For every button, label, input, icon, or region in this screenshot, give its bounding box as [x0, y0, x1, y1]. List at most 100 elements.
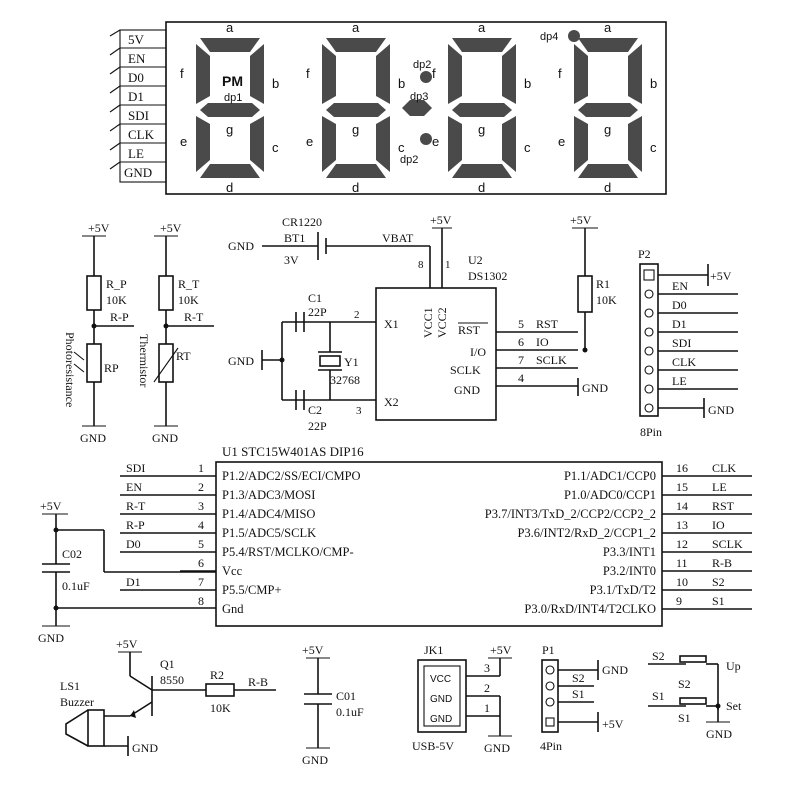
- photoresistance-caption: Photoresistance: [63, 332, 77, 407]
- p2-net-d0: D0: [672, 298, 687, 312]
- r-p-resistor: [86, 275, 102, 311]
- u2-x2-pin: X2: [384, 395, 399, 409]
- digit-2-label-e: e: [306, 134, 313, 149]
- r-p-name: R_P: [106, 277, 127, 291]
- digit-3-label-c: c: [524, 140, 531, 155]
- u2-sclk-pin: SCLK: [450, 363, 481, 377]
- display-pin-d1: D1: [128, 89, 144, 104]
- r-t-resistor: [158, 275, 174, 311]
- mcu-right-pin-4: P3.6/INT2/RxD_2/CCP1_2: [517, 526, 656, 540]
- mcu-right-pin-6: P3.2/INT0: [603, 564, 656, 578]
- mcu-left-pin-3: P1.4/ADC4/MISO: [222, 507, 315, 521]
- dp4-label: dp4: [540, 31, 558, 43]
- digit-1-segment-b: [250, 44, 264, 104]
- mcu-left-pin-8: Gnd: [222, 602, 244, 616]
- sw-s1-net: S1: [652, 689, 665, 703]
- p2-pin-circles: [644, 289, 654, 413]
- buzzer-horn: [65, 709, 89, 747]
- display-pin-header: [119, 29, 167, 183]
- jk1-pin-vcc: VCC: [430, 674, 451, 685]
- c02-gnd: GND: [38, 631, 64, 645]
- mcu-right-net-5: SCLK: [712, 537, 743, 551]
- digit-3-segment-b: [502, 44, 516, 104]
- dp3-label: dp3: [410, 91, 428, 103]
- u2-vcc1-pin: VCC1: [421, 307, 435, 338]
- mcu-left-pin-num-4: 4: [198, 518, 204, 532]
- digit-1-label-g: g: [226, 122, 233, 137]
- digit-3-segment-d: [452, 164, 512, 178]
- r1-resistor: [577, 275, 593, 313]
- mcu-right-pin-5: P3.3/INT1: [603, 545, 656, 559]
- y1-value: 32768: [330, 373, 360, 387]
- rp-part: RP: [104, 361, 119, 375]
- mcu-left-pin-5: P5.4/RST/MCLKO/CMP-: [222, 545, 354, 559]
- digit-1-segment-e: [196, 116, 210, 172]
- thermistor: [158, 343, 174, 383]
- digit-4-segment-d: [578, 164, 638, 178]
- digit-1-segment-a: [200, 38, 260, 52]
- net-gnd-u2: GND: [582, 381, 608, 395]
- mcu-left-pin-7: P5.5/CMP+: [222, 583, 282, 597]
- seven-segment-display: 5V EN D0 D1 SDI CLK LE GND abcdefgabcdef…: [109, 20, 667, 195]
- p1-caption: 4Pin: [540, 739, 562, 753]
- net-io-u2: IO: [536, 335, 549, 349]
- p2-net-sdi: SDI: [672, 336, 691, 350]
- ls1-label: Buzzer: [60, 695, 94, 709]
- digit-2-label-b: b: [398, 76, 405, 91]
- net-sclk-u2: SCLK: [536, 353, 567, 367]
- p1-header: P1 GND S2 S1 +5V 4Pin: [540, 643, 628, 753]
- digit-3-segment-c: [502, 116, 516, 172]
- digit-1-segment-g: [200, 103, 260, 117]
- c2-ref: C2: [308, 403, 322, 417]
- digit-3-segment-g: [452, 103, 512, 117]
- digit-2-label-f: f: [306, 66, 310, 81]
- r2-net: R-B: [248, 675, 268, 689]
- rtc-gnd: GND: [228, 354, 254, 368]
- battery-ref: BT1: [284, 231, 305, 245]
- mcu-left-net-4: R-P: [126, 518, 145, 532]
- jk1-caption: USB-5V: [412, 739, 454, 753]
- p2-net-d1: D1: [672, 317, 687, 331]
- mcu-right-pin-num-8: 9: [676, 594, 682, 608]
- dp3-dash: [402, 100, 432, 116]
- digit-2-segment-f: [322, 44, 336, 104]
- digit-2-segment-e: [322, 116, 336, 172]
- dp2-upper-label: dp2: [413, 59, 431, 71]
- p2-net-clk: CLK: [672, 355, 696, 369]
- y1-ref: Y1: [344, 355, 359, 369]
- rp-vcc-label: +5V: [88, 221, 110, 235]
- p1-net-gnd: GND: [602, 663, 628, 677]
- u2-pin7-num: 7: [518, 353, 524, 367]
- r-t-value: 10K: [178, 293, 199, 307]
- display-pin-clk: CLK: [128, 127, 155, 142]
- battery-volts: 3V: [284, 253, 299, 267]
- dp2-lower-dot: [420, 133, 432, 145]
- rt-vcc-label: +5V: [160, 221, 182, 235]
- mcu-left-pin-num-8: 8: [198, 594, 204, 608]
- display-pin-gnd: GND: [124, 165, 152, 180]
- pm-indicator: PM: [222, 73, 243, 89]
- rtc-section: CR1220 GND BT1 3V VBAT 8 +5V 1 U2 DS1302…: [228, 213, 617, 433]
- sw-up-label: Up: [726, 659, 741, 673]
- digit-1-label-d: d: [226, 180, 233, 195]
- c01-value: 0.1uF: [336, 705, 364, 719]
- mcu-right-pin-num-5: 12: [676, 537, 688, 551]
- p2-pin-8: [644, 403, 654, 413]
- buzzer-section: +5V Q1 8550 R2 10K R-B LS1 Buzzer GND: [60, 637, 276, 756]
- mcu-right-net-2: LE: [712, 480, 727, 494]
- digit-3-label-e: e: [432, 134, 439, 149]
- mcu-right-pin-num-3: 14: [676, 499, 688, 513]
- rp-gnd: GND: [80, 431, 106, 445]
- mcu-right-net-7: S2: [712, 575, 725, 589]
- mcu-right-net-6: R-B: [712, 556, 732, 570]
- p1-net-s1: S1: [572, 687, 585, 701]
- mcu-title: U1 STC15W401AS DIP16: [222, 444, 364, 459]
- digit-4-label-b: b: [650, 76, 657, 91]
- s1-button: [679, 697, 707, 705]
- jk1-num2: 2: [484, 681, 490, 695]
- digit-2-label-d: d: [352, 180, 359, 195]
- jk1-ref: JK1: [424, 643, 443, 657]
- vbat-label: VBAT: [382, 231, 414, 245]
